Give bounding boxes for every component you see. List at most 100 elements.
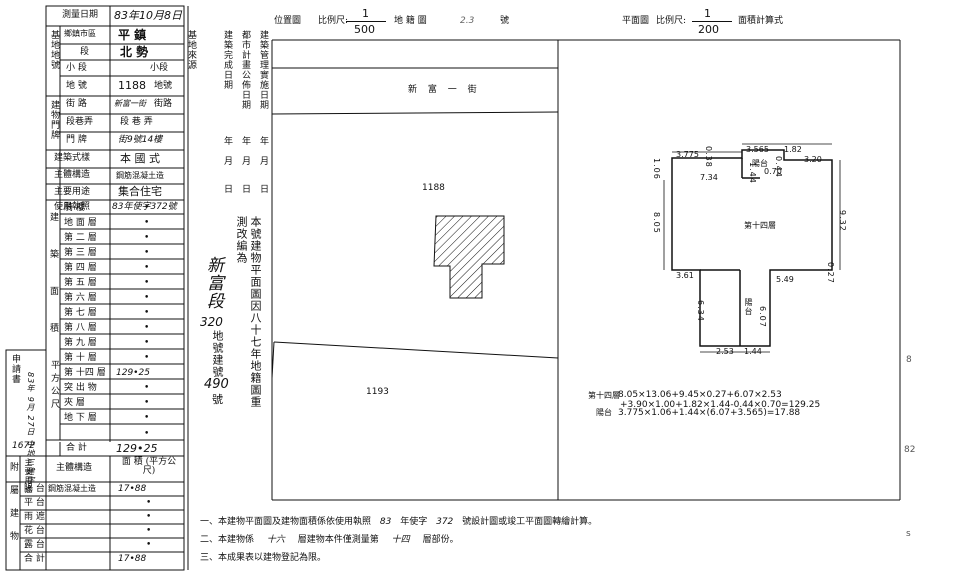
plan-scale-num: 1 (704, 7, 711, 20)
street-label: 街 路 (66, 99, 87, 109)
street-name: 新 富 一 街 (408, 85, 481, 95)
floor-label: 第 四 層 (64, 263, 97, 273)
note-2-a: 二、本建物係 (200, 535, 255, 545)
structure-value: 鋼筋混凝土造 (116, 171, 164, 180)
change-note-no: 490 (204, 377, 229, 392)
dimension-label: 1.44 (748, 162, 757, 184)
floor-area-value: • (144, 203, 150, 213)
floor-area-value: • (144, 413, 150, 423)
location-scale-den: 500 (354, 23, 375, 36)
total-label: 合 計 (66, 443, 87, 453)
dimension-label: 6.07 (758, 306, 767, 328)
note-line-2: 二、本建物係 十六 層建物本件僅測量第 十四 層部份。 (200, 532, 459, 545)
floor-area-value: • (144, 383, 150, 393)
note-line-1: 一、本建物平面圖及建物面積係依使用執照 83 年使字 372 號設計圖或竣工平面… (200, 514, 597, 527)
group-land-lot: 基地地號 (49, 30, 59, 70)
floor-label: 第 三 層 (64, 248, 97, 258)
dimension-label: 2.53 (716, 347, 734, 356)
floor-plan-outline (663, 143, 841, 353)
note-1-c: 年使字 (400, 517, 428, 527)
plan-calc-label: 面積計算式 (738, 16, 784, 26)
attached-structure: 鋼筋混凝土造 (48, 484, 96, 493)
permit-value: 83年使字372號 (112, 202, 177, 212)
dimension-label: 0.44 (774, 156, 783, 178)
dimension-label: 5.49 (776, 275, 794, 284)
attached-label: 附屬建物 (8, 462, 18, 554)
attached-use: 露 台 (24, 540, 45, 550)
floor-area-value: • (144, 429, 150, 439)
lot-value: 1188 (118, 79, 146, 92)
floor-label: 第 十 層 (64, 353, 97, 363)
note-1-a: 一、本建物平面圖及建物面積係依使用執照 (200, 517, 372, 527)
floor-area-value: • (144, 353, 150, 363)
location-map-title: 位置圖 (274, 16, 302, 26)
dimension-label: 7.34 (700, 173, 718, 182)
location-sheet-no: 2.3 (460, 16, 475, 26)
floor-label: 騎 樓 (64, 203, 85, 213)
change-note-lot-word: 地號建號 (211, 330, 224, 378)
note-line-3: 三、本成果表以建物登記為限。 (200, 553, 327, 563)
floor-area-value: 129•25 (116, 368, 150, 378)
floor-plan-title: 平面圖 (622, 16, 650, 26)
attached-area: 17•88 (118, 554, 147, 564)
dimension-label: 1.82 (784, 145, 802, 154)
attached-area: • (146, 512, 152, 522)
street-suffix: 街路 (154, 99, 173, 109)
total-value: 129•25 (116, 442, 158, 455)
lot-label: 地 號 (66, 81, 87, 91)
area-group: 建築面積 (48, 212, 58, 360)
note-2-c: 層建物本件僅測量第 (297, 535, 379, 545)
building-footprint (433, 215, 505, 299)
floor-area-value: • (144, 263, 150, 273)
street-value: 新富一街 (114, 99, 146, 108)
floor-label: 地 下 層 (64, 413, 97, 423)
floor-area-value: • (144, 308, 150, 318)
room-main-label: 第十四層 (744, 221, 776, 230)
floor-label: 第 七 層 (64, 308, 97, 318)
date-label: 建築管理實施日期 (258, 30, 268, 110)
plan-scale-den: 200 (698, 23, 719, 36)
group-door: 建物門牌 (49, 100, 59, 140)
note-2-d: 十四 (391, 535, 410, 545)
section-label: 段 (80, 47, 90, 57)
floor-label: 地 面 層 (64, 218, 97, 228)
dimension-label: 3.775 (676, 150, 699, 159)
floor-area-value: • (144, 248, 150, 258)
dimension-label: 0.27 (826, 262, 835, 284)
attached-area: • (146, 540, 152, 550)
subsection-label: 小 段 (66, 63, 87, 73)
floor-area-value: • (144, 398, 150, 408)
dimension-label: 8.05 (652, 212, 661, 234)
dimension-label: 1.44 (744, 347, 762, 356)
dimension-label: 1.06 (652, 158, 661, 180)
note-2-b: 十六 (266, 535, 285, 545)
change-note-lot: 320 (200, 315, 223, 329)
survey-date-label: 測量日期 (62, 10, 99, 20)
sqm-group: 平方公尺 (49, 360, 59, 412)
lot-a-label: 1188 (422, 183, 445, 193)
dimension-label: 3.565 (746, 145, 769, 154)
lane-label: 段巷弄 (66, 117, 94, 127)
room-balcony2-label: 陽台 (744, 298, 753, 316)
dimension-label: 0.70 (764, 167, 782, 176)
district-value: 平 鎮 (118, 28, 147, 42)
floor-label: 第 九 層 (64, 338, 97, 348)
formula-balcony-label: 陽台 (596, 408, 612, 417)
note-1-b: 83 (379, 517, 392, 527)
formula-main-label: 第十四層 (588, 391, 620, 400)
location-sheet-label: 地 籍 圖 (394, 16, 427, 26)
floor-area-value: • (144, 293, 150, 303)
number-label: 門 牌 (66, 135, 87, 145)
formula-balcony: 3.775×1.06+1.44×(6.07+3.565)=17.88 (618, 408, 801, 418)
plan-scale-bar (692, 21, 732, 22)
floor-area-value: • (144, 278, 150, 288)
date-unit-month: 月 (242, 157, 252, 167)
dimension-label: 0.38 (704, 146, 713, 168)
date-unit-month: 月 (260, 157, 270, 167)
dimension-label: 6.34 (696, 300, 705, 322)
date-unit-year: 年 (224, 137, 234, 147)
date-unit-year: 年 (260, 137, 270, 147)
dimension-label: 3.61 (676, 271, 694, 280)
margin-mark-1: 8 (906, 355, 912, 365)
change-note-section: 新富段 (203, 256, 223, 310)
